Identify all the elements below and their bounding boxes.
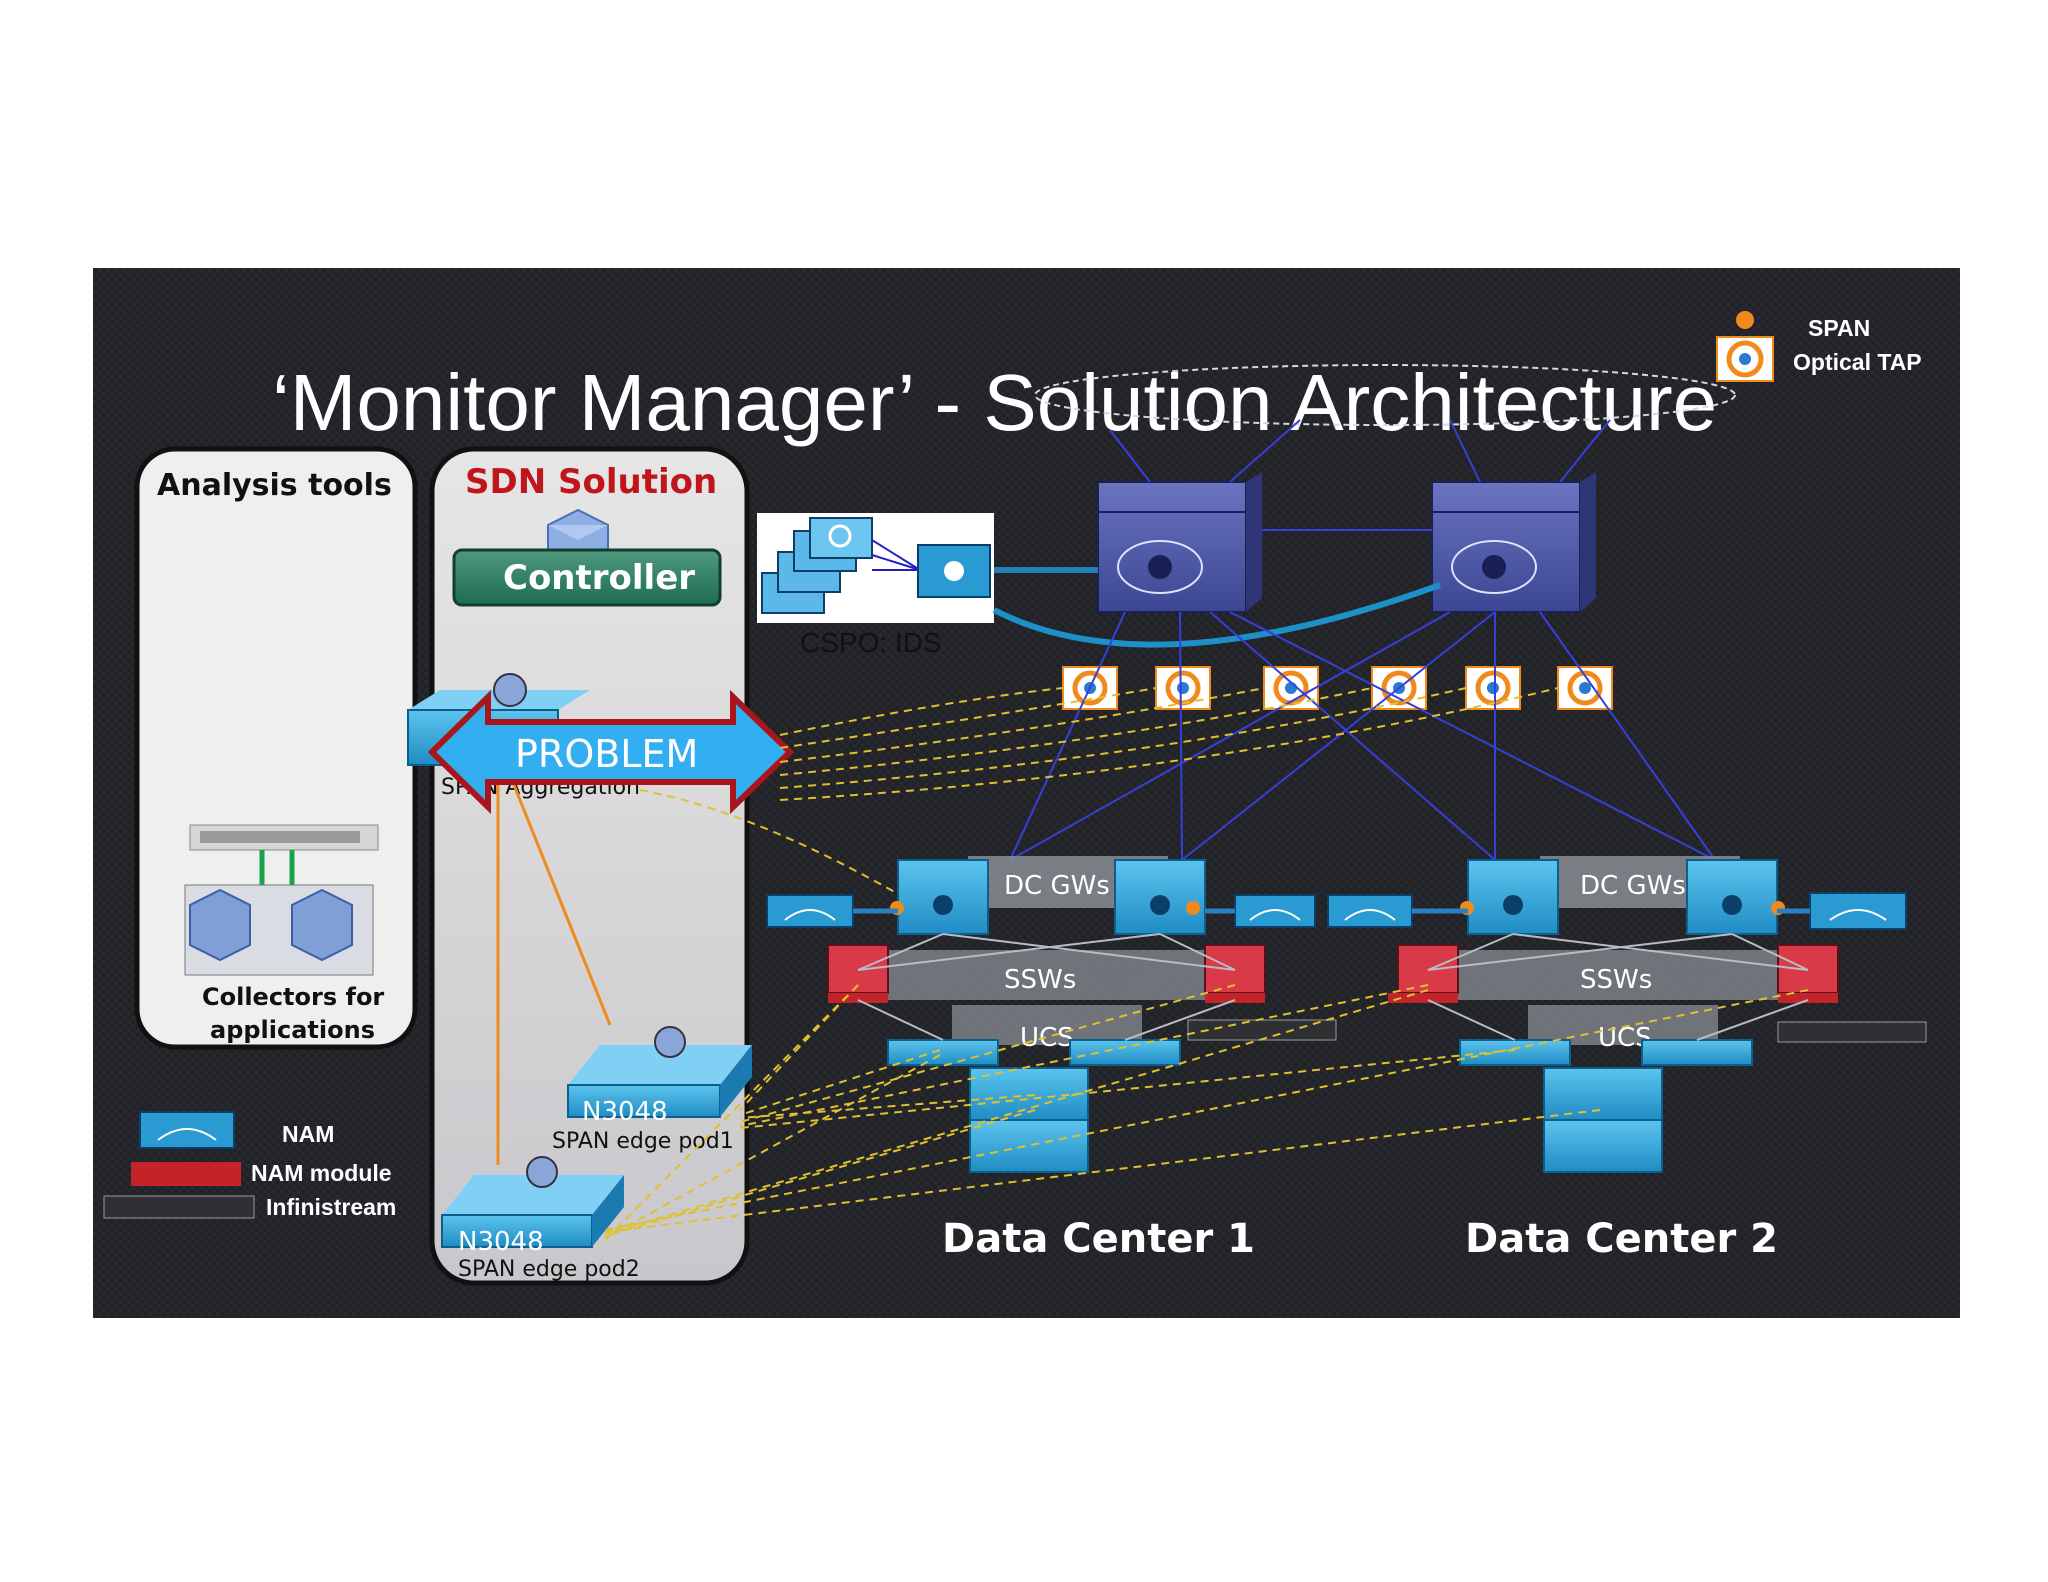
collectors-label-line1: Collectors for (202, 983, 384, 1011)
dc2-ucs-band (1528, 1005, 1718, 1045)
dc2-ssw-right-nam-module-icon (1777, 944, 1839, 1003)
dc1-gws-label: DC GWs (1004, 871, 1110, 901)
sdn-solution-title: SDN Solution (465, 462, 717, 502)
edge1-model: N3048 (582, 1097, 668, 1127)
dc1-ssw-band (880, 950, 1250, 1000)
collectors-label-line2: applications (210, 1016, 375, 1044)
dc2-gateway-right-icon (1686, 859, 1778, 935)
analysis-tools-title: Analysis tools (157, 468, 392, 503)
ids-to-core-right-curve (992, 582, 1442, 648)
dc2-title: Data Center 2 (1465, 1216, 1778, 1262)
dc1-ucs-label: UCS (1020, 1023, 1074, 1053)
dc2-ucs-chassis-icon (1543, 1067, 1663, 1173)
edge2-label: SPAN edge pod2 (458, 1257, 640, 1282)
span-lines-to-aggregation (639, 687, 1559, 896)
dc1-ucs-chassis-icon (969, 1067, 1089, 1173)
span-legend-icon (1736, 311, 1754, 329)
dc1-title: Data Center 1 (942, 1216, 1255, 1262)
collector-server-icon (184, 824, 379, 976)
dc2-ucs-fabric-left-icon (1459, 1039, 1571, 1066)
dc1-nam-left-icon (766, 894, 854, 928)
infinistream-legend-icon (103, 1195, 255, 1219)
dc2-infinistream-icon (1777, 1021, 1927, 1043)
dc2-gws-label: DC GWs (1580, 871, 1686, 901)
controller-label: Controller (503, 558, 695, 598)
span-lines-to-edges (604, 984, 1809, 1241)
dc1-gateway-left-icon (897, 859, 989, 935)
dc2-ssws-label: SSWs (1580, 965, 1652, 995)
dc2-nam-left-icon (1327, 894, 1413, 928)
dc1-ucs-band (952, 1005, 1142, 1045)
agg-to-edge1-link (508, 774, 612, 1026)
core-to-gateway-links (1009, 611, 1716, 861)
dc1-nam-right-icon (1234, 894, 1316, 928)
ids-appliance-icon (761, 517, 991, 614)
dc1-ssw-right-nam-module-icon (1204, 944, 1266, 1003)
dc1-ucs-fabric-right-icon (1069, 1039, 1181, 1066)
dc2-nam-right-icon (1809, 892, 1907, 930)
core-uplinks (1109, 419, 1611, 483)
slide-title: ‘Monitor Manager’ - Solution Architectur… (272, 358, 1717, 447)
nam-legend-icon (139, 1111, 235, 1149)
dc1-gateway-right-icon (1114, 859, 1206, 935)
title-ellipse-decoration (1034, 364, 1736, 426)
edge1-label: SPAN edge pod1 (552, 1129, 734, 1154)
span-edge-pod2-switch-icon (441, 1156, 624, 1248)
legend-optical-tap-label: Optical TAP (1793, 349, 1922, 375)
legend-infinistream-label: Infinistream (266, 1194, 396, 1220)
core-switch-right-icon (1431, 472, 1596, 613)
problem-label: PROBLEM (515, 732, 698, 776)
dc-internal-links (857, 933, 1809, 1041)
dc1-ucs-fabric-left-icon (887, 1039, 999, 1066)
nam-module-legend-icon (131, 1162, 241, 1186)
controller-button[interactable]: Controller (452, 548, 722, 607)
slide-background (93, 268, 1960, 1318)
dc1-span-point-right (1186, 901, 1200, 915)
dc2-ucs-fabric-right-icon (1641, 1039, 1753, 1066)
legend-nam-label: NAM (282, 1121, 334, 1147)
ids-label: CSPO: IDS (800, 627, 942, 658)
dc2-ssw-band (1455, 950, 1825, 1000)
span-edge-pod1-switch-icon (567, 1026, 752, 1118)
legend-span-label: SPAN (1808, 315, 1870, 341)
dc1-ssw-left-nam-module-icon (827, 944, 889, 1003)
legend-nam-module-label: NAM module (251, 1160, 392, 1186)
problem-double-arrow (427, 689, 795, 815)
optical-tap-legend-icon (1716, 336, 1774, 382)
core-switch-left-icon (1097, 472, 1262, 613)
dc2-gateway-left-icon (1467, 859, 1559, 935)
edge2-model: N3048 (458, 1227, 544, 1257)
dc2-ssw-left-nam-module-icon (1388, 944, 1459, 1003)
dc1-ssws-label: SSWs (1004, 965, 1076, 995)
